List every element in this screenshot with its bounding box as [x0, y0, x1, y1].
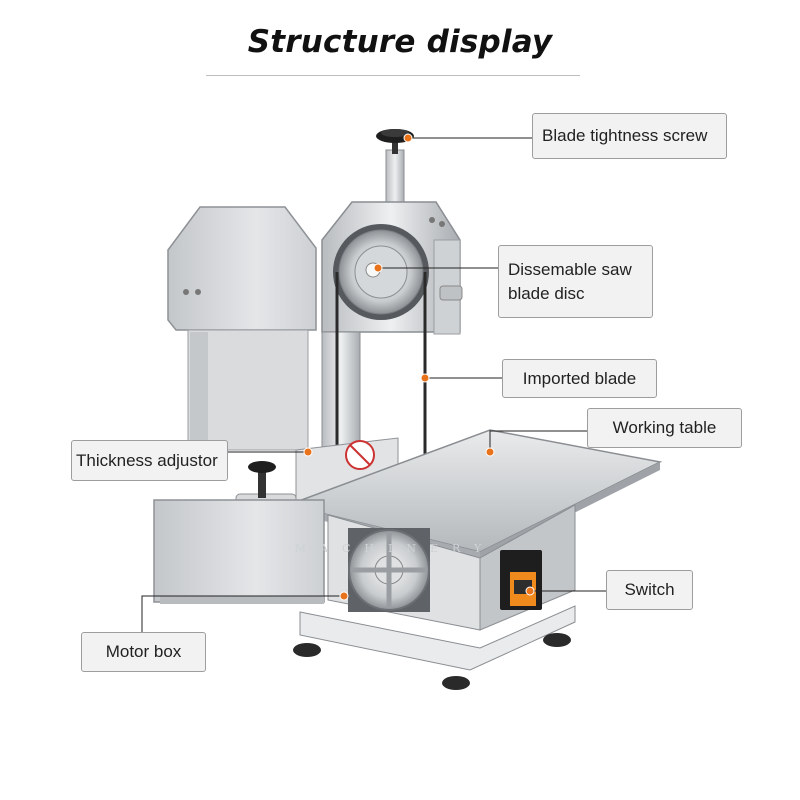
- dot-motor-box: [339, 591, 349, 601]
- watermark-text: MACHINERY: [295, 542, 495, 555]
- machine-switch: [500, 550, 542, 610]
- leader-dots: [303, 133, 535, 601]
- dot-switch: [525, 586, 535, 596]
- leader-motor-box: [141, 595, 344, 632]
- motor-box-door: [153, 499, 325, 604]
- label-blade-tightness-screw: Blade tightness screw: [532, 113, 727, 159]
- upper-door-panel: [167, 206, 317, 451]
- dot-working-table: [485, 447, 495, 457]
- label-thickness-adjustor: Thickness adjustor: [71, 440, 228, 481]
- leader-working-table: [489, 430, 587, 452]
- dot-saw-blade-disc: [373, 263, 383, 273]
- dot-thickness-adjustor: [303, 447, 313, 457]
- lower-wheel: [348, 529, 430, 611]
- leader-lines: [141, 137, 606, 632]
- dot-imported-blade: [420, 373, 430, 383]
- upper-saw-blade-disc: [333, 224, 429, 320]
- label-working-table: Working table: [587, 408, 742, 448]
- label-imported-blade: Imported blade: [502, 359, 657, 398]
- dot-blade-tightness-screw: [403, 133, 413, 143]
- title-divider: [206, 75, 580, 76]
- machine-feet: [293, 633, 571, 690]
- label-motor-box: Motor box: [81, 632, 206, 672]
- page-title: Structure display: [247, 24, 553, 60]
- label-switch: Switch: [606, 570, 693, 610]
- label-dissemable-saw-blade-disc: Dissemable saw blade disc: [498, 245, 653, 318]
